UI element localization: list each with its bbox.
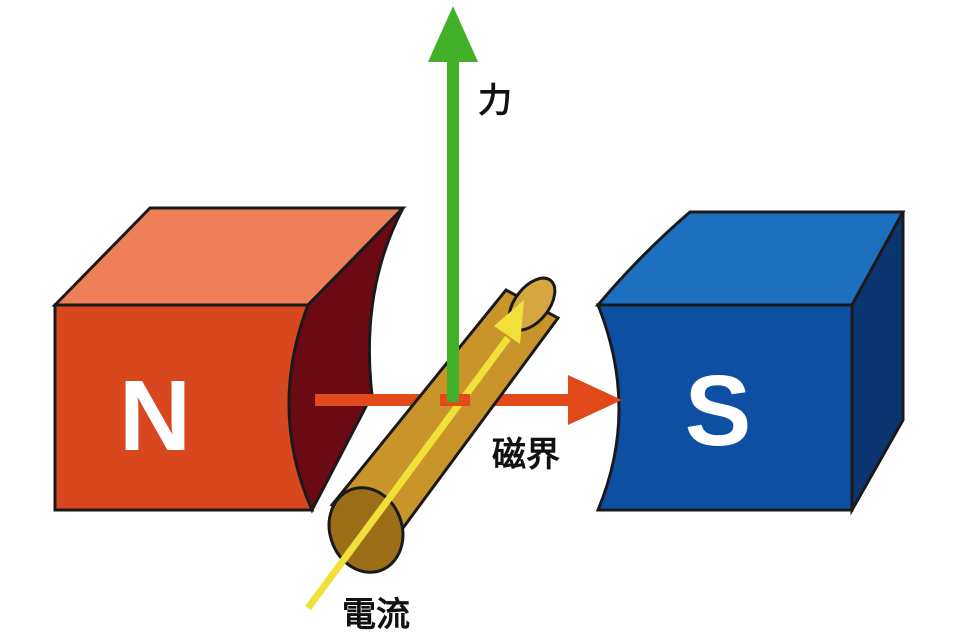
north-magnet: N	[51, 206, 407, 514]
south-magnet: S	[594, 210, 906, 516]
current-label: 電流	[342, 595, 410, 635]
magnetic-field-label: 磁界	[492, 435, 560, 475]
south-magnet-top	[594, 210, 906, 307]
south-pole-letter: S	[685, 355, 752, 467]
north-magnet-front	[53, 303, 315, 512]
force-label: 力	[478, 81, 512, 121]
south-magnet-front	[595, 303, 854, 512]
north-pole-letter: N	[119, 360, 191, 472]
current-arrow	[305, 300, 524, 611]
